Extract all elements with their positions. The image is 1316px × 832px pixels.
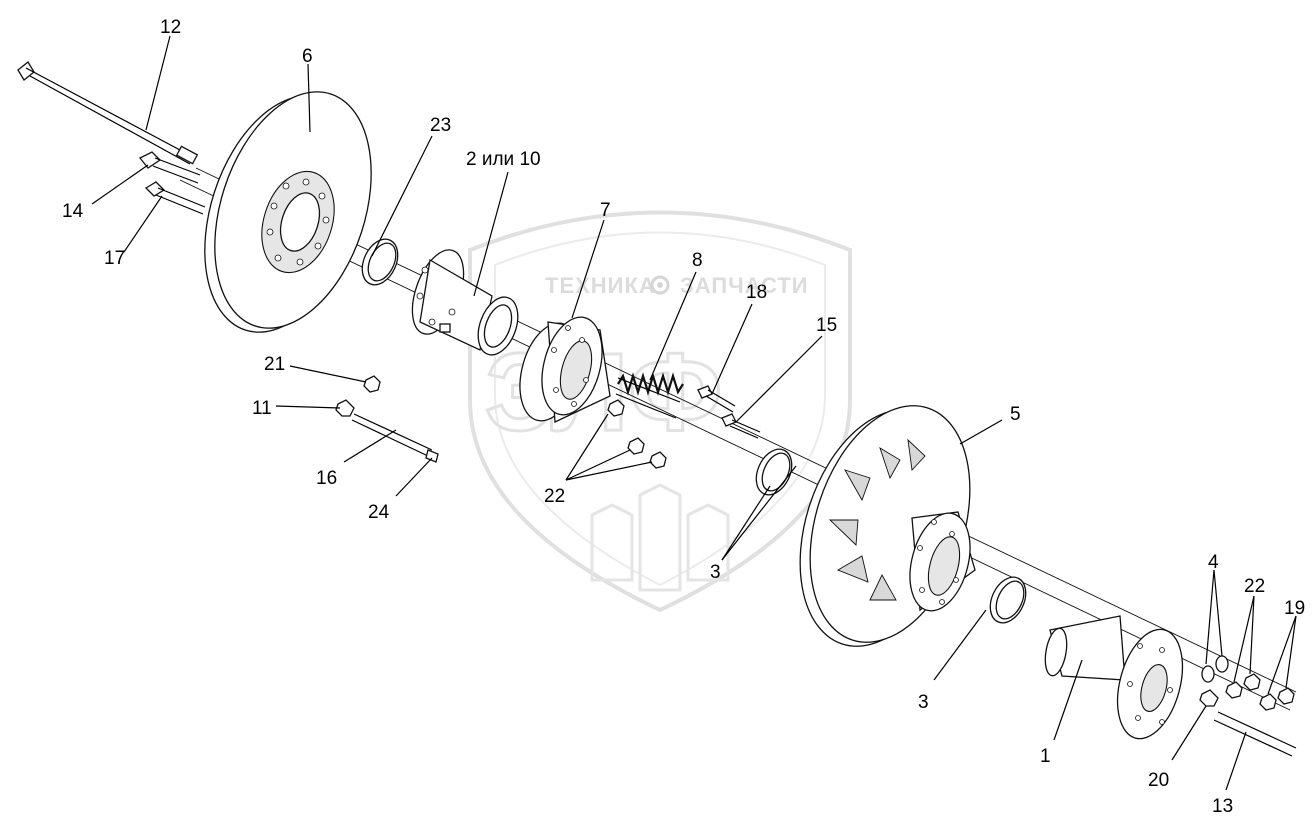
callout-23: 23 (430, 115, 451, 136)
callout-12: 12 (160, 17, 181, 38)
watermark-right-word: ЗАПЧАСТИ (680, 273, 809, 298)
callout-5: 5 (1010, 404, 1021, 425)
callout-4: 4 (1208, 552, 1219, 573)
nut-11 (335, 399, 355, 417)
callout-6: 6 (302, 46, 313, 67)
drum-7 (519, 316, 611, 423)
callout-13: 13 (1212, 796, 1233, 817)
disc-6 (204, 91, 372, 333)
callout-15: 15 (816, 315, 837, 336)
flanged-hub-2-or-10 (411, 249, 519, 356)
long-bolt-12 (17, 61, 199, 165)
callout-14: 14 (62, 201, 84, 222)
nuts-19 (1259, 687, 1295, 711)
spring-8 (615, 372, 684, 419)
leader-lines (91, 35, 1297, 791)
watermark-left-word: ТЕХНИКА (545, 273, 656, 298)
callout-7: 7 (600, 200, 611, 221)
snap-ring-3-b (989, 576, 1027, 624)
nut-21 (363, 375, 381, 393)
callout-17: 17 (104, 248, 125, 269)
hub-flange-1 (1044, 615, 1184, 740)
pulley-disc-5 (799, 405, 976, 647)
watermark-buildings (590, 483, 730, 592)
pulley-ribs (828, 438, 926, 601)
callout-16: 16 (316, 468, 337, 489)
callout-8: 8 (692, 250, 703, 271)
disc-6-bolt-holes (266, 178, 330, 266)
callout-20: 20 (1148, 770, 1169, 791)
gear-icon (650, 275, 670, 295)
fitting-24 (425, 449, 439, 463)
callout-21: 21 (264, 354, 285, 375)
washers-4 (1201, 655, 1229, 683)
pin-13 (1213, 711, 1297, 757)
callout-22-lower: 22 (1244, 576, 1265, 597)
snap-ring-23 (361, 238, 399, 286)
nuts-22-lower (1225, 673, 1261, 699)
bolt-17 (144, 181, 206, 215)
callout-24: 24 (368, 502, 390, 523)
nut-20 (1199, 689, 1219, 707)
callout-3-upper: 3 (710, 562, 721, 583)
callout-2-or-10: 2 или 10 (466, 149, 541, 170)
callout-19: 19 (1284, 598, 1305, 619)
callout-labels: 12 6 14 17 23 2 или 10 7 8 18 15 21 11 1… (62, 17, 1305, 817)
callout-18: 18 (746, 282, 767, 303)
bolt-14 (138, 151, 201, 184)
callout-1: 1 (1040, 746, 1051, 767)
callout-22-upper: 22 (544, 486, 565, 507)
callout-3-lower: 3 (918, 692, 929, 713)
callout-11: 11 (252, 398, 272, 419)
